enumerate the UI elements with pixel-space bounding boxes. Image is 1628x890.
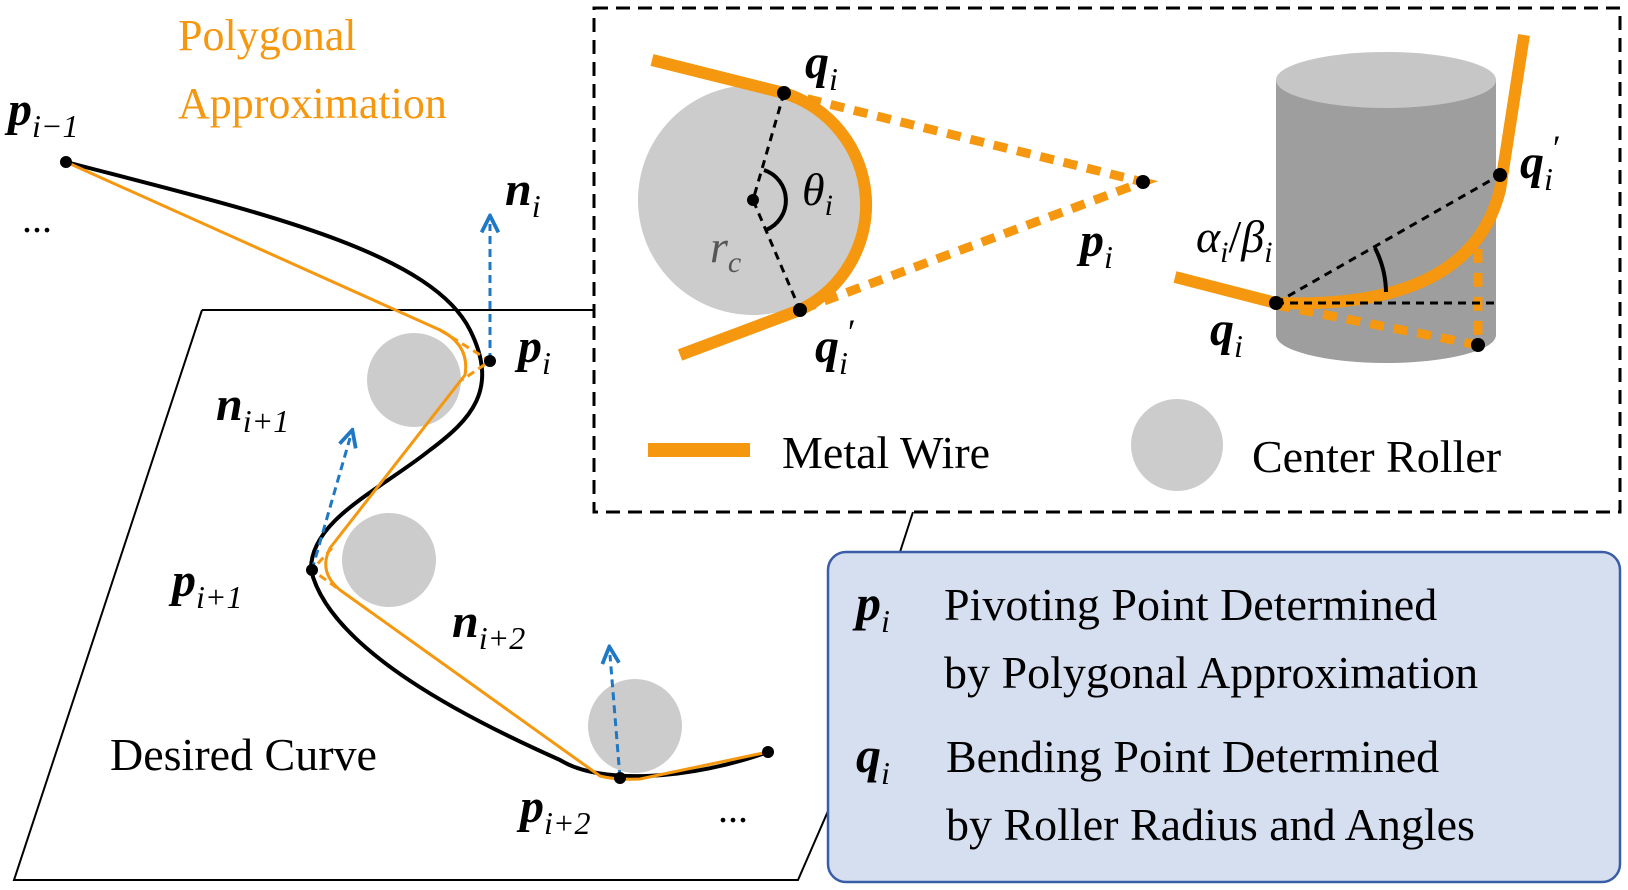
- point-p-i-minus-1: [60, 156, 72, 168]
- point-p-i-plus-2: [614, 772, 626, 784]
- roller-circle-3: [588, 679, 682, 773]
- inset-point-q-3d: [1269, 296, 1283, 310]
- label-p-i-minus-1: pi−1: [4, 83, 78, 144]
- roller-circle-2: [342, 513, 436, 607]
- definition-row1-line1: Pivoting Point Determined: [944, 579, 1437, 630]
- inset-point-q-top: [777, 86, 791, 100]
- normal-arrow-i-plus-2: [610, 655, 622, 779]
- definition-symbol-p: pi: [852, 575, 890, 639]
- inset-point-p-3d: [1471, 338, 1485, 352]
- polygonal-label-line1: Polygonal: [178, 11, 356, 60]
- legend-wire-label: Metal Wire: [782, 427, 990, 478]
- desired-curve-label: Desired Curve: [110, 729, 377, 780]
- definition-box: [826, 550, 1622, 884]
- inset-angle-lines: [1275, 173, 1501, 305]
- definition-row2-line2: by Roller Radius and Angles: [946, 799, 1475, 850]
- inset-center-point: [747, 194, 759, 206]
- label-n-i-plus-2: ni+2: [452, 595, 525, 656]
- point-p-i-plus-1: [306, 564, 318, 576]
- label-p-i: pi: [514, 320, 551, 381]
- legend-roller-swatch: [1131, 399, 1223, 491]
- inset-point-q-prime: [793, 303, 807, 317]
- definition-symbol-q: qi: [856, 727, 890, 791]
- label-p-i-plus-2: pi+2: [516, 780, 590, 841]
- label-n-i: ni: [505, 163, 541, 224]
- inset-label-rc: rc: [710, 221, 741, 279]
- inset-label-q-prime-3d: qi′: [1520, 128, 1561, 197]
- inset-wire-2d: [650, 54, 873, 361]
- label-p-i-plus-1: pi+1: [168, 554, 242, 615]
- legend-roller-label: Center Roller: [1252, 431, 1501, 482]
- inset-alpha-arc: [1373, 247, 1388, 293]
- inset-label-p: pi: [1076, 214, 1113, 275]
- inset-point-q-prime-3d: [1493, 168, 1507, 182]
- inset-label-q-prime: qi′: [815, 312, 856, 381]
- ellipsis-left: ...: [22, 196, 52, 241]
- point-curve-end: [762, 746, 774, 758]
- inset-theta-arc: [763, 168, 788, 232]
- inset-label-alpha-beta: αi/βi: [1196, 211, 1273, 269]
- inset-label-q-3d: qi: [1210, 303, 1243, 364]
- inset-cylinder-top: [1276, 52, 1496, 108]
- polygonal-label-line2: Approximation: [178, 79, 447, 128]
- inset-connector-line: [899, 511, 914, 553]
- inset-label-theta: θi: [802, 164, 833, 222]
- point-p-i: [484, 355, 496, 367]
- roller-circle-1: [367, 333, 461, 427]
- label-n-i-plus-1: ni+1: [216, 378, 289, 439]
- ellipsis-right: ...: [718, 786, 748, 831]
- definition-row1-line2: by Polygonal Approximation: [944, 647, 1478, 698]
- inset-cylinder-body: [1276, 80, 1496, 363]
- normal-arrow-i-plus-1: [310, 438, 350, 571]
- definition-row2-line1: Bending Point Determined: [946, 731, 1439, 782]
- inset-label-q-top: qi: [805, 36, 838, 97]
- inset-point-p: [1136, 175, 1150, 189]
- desired-curve: [65, 160, 769, 779]
